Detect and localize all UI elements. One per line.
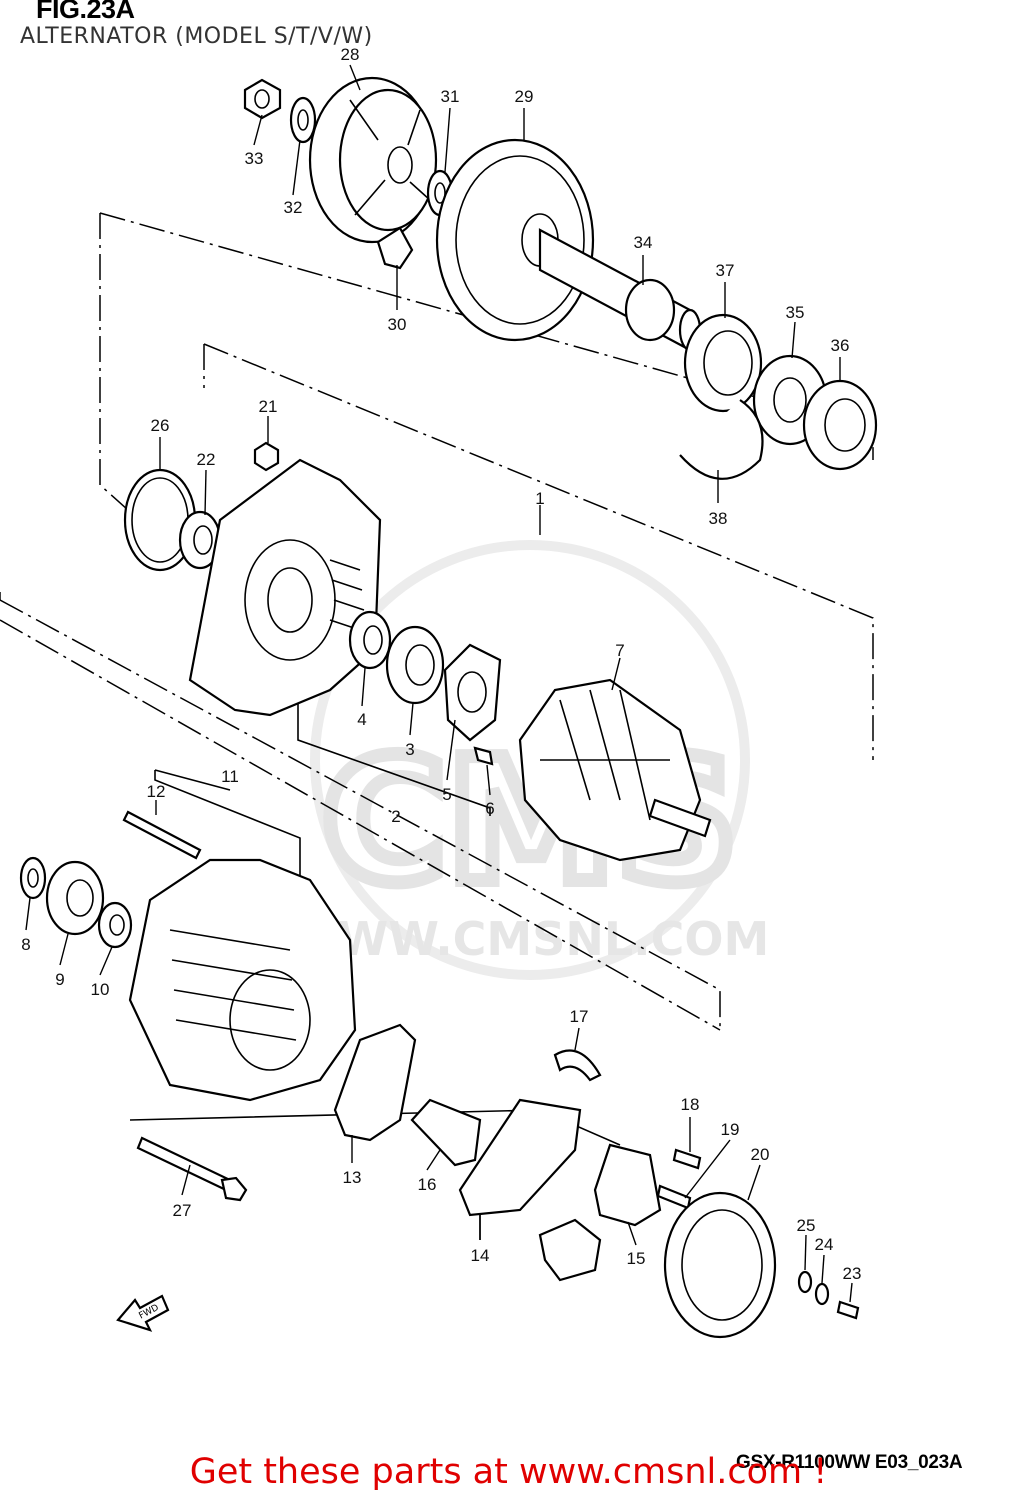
part-20-end-cover[interactable] <box>663 1191 777 1339</box>
part-9-bearing[interactable] <box>45 860 105 936</box>
callout-4[interactable]: 4 <box>357 710 366 729</box>
part-14-regulator[interactable] <box>458 1098 582 1217</box>
part-36-bearing[interactable] <box>802 379 878 471</box>
part-1-alternator-cover[interactable] <box>188 458 382 717</box>
callout-32[interactable]: 32 <box>284 198 303 217</box>
part-15-brush[interactable] <box>538 1218 602 1282</box>
model-code: GSX-R1100WW E03_023A <box>736 1452 963 1473</box>
callout-34[interactable]: 34 <box>634 233 653 252</box>
part-13-cover[interactable] <box>333 1023 417 1142</box>
part-32-washer[interactable] <box>289 96 317 144</box>
part-24-washer[interactable] <box>814 1282 830 1306</box>
callout-10[interactable]: 10 <box>91 980 110 999</box>
callout-7[interactable]: 7 <box>615 641 624 660</box>
callout-17[interactable]: 17 <box>570 1007 589 1026</box>
callout-26[interactable]: 26 <box>151 416 170 435</box>
callout-2[interactable]: 2 <box>391 807 400 826</box>
leader-lines <box>25 64 853 1303</box>
part-25-washer[interactable] <box>797 1270 813 1294</box>
part-12-stud[interactable] <box>122 810 202 860</box>
callout-22[interactable]: 22 <box>197 450 216 469</box>
figure-subtitle: ALTERNATOR (MODEL S/T/V/W) <box>20 24 373 49</box>
part-7-rotor[interactable] <box>518 678 712 862</box>
parts-cta-link[interactable]: Get these parts at www.cmsnl.com ! <box>189 1452 828 1492</box>
part-33-nut[interactable] <box>243 78 282 120</box>
part-18-screw[interactable] <box>672 1148 702 1170</box>
callout-11[interactable]: 11 <box>221 767 239 786</box>
callout-30[interactable]: 30 <box>388 315 407 334</box>
callout-8[interactable]: 8 <box>21 935 30 954</box>
callout-1[interactable]: 1 <box>535 489 544 508</box>
callout-33[interactable]: 33 <box>245 149 264 168</box>
figure-title: FIG.23A <box>36 0 135 24</box>
part-30-damper-rubber[interactable] <box>376 226 414 270</box>
part-5-bearing-retainer[interactable] <box>443 643 502 742</box>
callout-20[interactable]: 20 <box>751 1145 770 1164</box>
callout-labels: 1 2 3 4 5 6 7 8 9 10 11 12 13 14 15 16 1… <box>21 45 861 1283</box>
part-10-oil-seal[interactable] <box>97 901 133 949</box>
part-3-bearing[interactable] <box>385 625 445 705</box>
part-6-screw[interactable] <box>473 746 494 766</box>
callout-27[interactable]: 27 <box>173 1201 192 1220</box>
part-21-nut[interactable] <box>253 441 280 472</box>
part-29-drive-gear[interactable] <box>435 138 595 342</box>
callout-15[interactable]: 15 <box>627 1249 646 1268</box>
callout-21[interactable]: 21 <box>259 397 278 416</box>
callout-12[interactable]: 12 <box>147 782 166 801</box>
callout-14[interactable]: 14 <box>471 1246 490 1265</box>
part-16-terminal[interactable] <box>410 1098 482 1167</box>
part-37-bearing[interactable] <box>683 313 763 413</box>
callout-18[interactable]: 18 <box>681 1095 700 1114</box>
callout-23[interactable]: 23 <box>843 1264 862 1283</box>
callout-38[interactable]: 38 <box>709 509 728 528</box>
part-23-screw[interactable] <box>836 1300 860 1320</box>
callout-35[interactable]: 35 <box>786 303 805 322</box>
part-15-brush-holder[interactable] <box>593 1143 662 1227</box>
fwd-arrow-icon: FWD <box>116 1294 170 1332</box>
callout-31[interactable]: 31 <box>441 87 460 106</box>
callout-19[interactable]: 19 <box>721 1120 740 1139</box>
callout-16[interactable]: 16 <box>418 1175 437 1194</box>
callout-3[interactable]: 3 <box>405 740 414 759</box>
callout-28[interactable]: 28 <box>341 45 360 64</box>
part-38-circlip[interactable] <box>679 399 764 480</box>
part-11-stator-housing[interactable] <box>128 858 357 1102</box>
part-28-damper-hub[interactable] <box>308 76 438 244</box>
callout-24[interactable]: 24 <box>815 1235 834 1254</box>
callout-25[interactable]: 25 <box>797 1216 816 1235</box>
callout-9[interactable]: 9 <box>55 970 64 989</box>
callout-37[interactable]: 37 <box>716 261 735 280</box>
callout-6[interactable]: 6 <box>485 799 494 818</box>
part-17-tube[interactable] <box>553 1049 602 1082</box>
part-8-washer[interactable] <box>19 856 47 900</box>
callout-13[interactable]: 13 <box>343 1168 362 1187</box>
part-4-oil-seal[interactable] <box>348 610 392 670</box>
part-27-bolt[interactable] <box>136 1136 248 1202</box>
callout-5[interactable]: 5 <box>442 785 451 804</box>
callout-36[interactable]: 36 <box>831 336 850 355</box>
part-34-shaft[interactable] <box>538 228 702 352</box>
callout-29[interactable]: 29 <box>515 87 534 106</box>
